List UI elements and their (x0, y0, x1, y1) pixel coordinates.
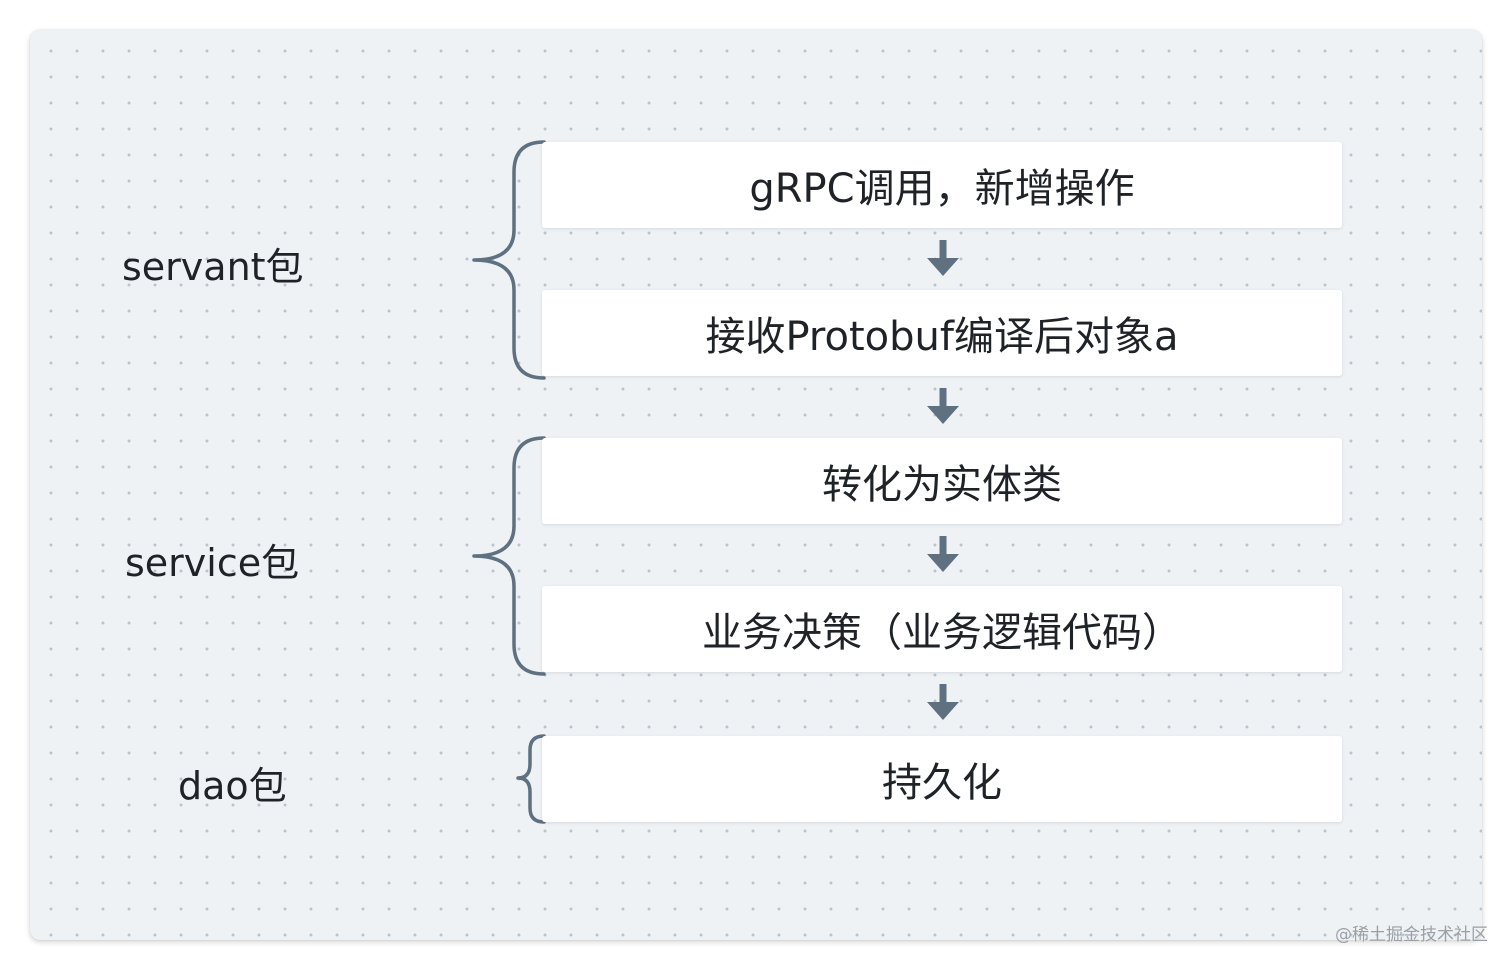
watermark: @稀土掘金技术社区 (1335, 925, 1488, 945)
arrow-4 (927, 684, 959, 720)
step-convert-entity: 转化为实体类 (542, 438, 1342, 524)
step-receive-protobuf: 接收Protobuf编译后对象a (542, 290, 1342, 376)
step-business-logic: 业务决策（业务逻辑代码） (542, 586, 1342, 672)
dao-package-label: dao包 (178, 764, 287, 808)
connectors-layer (472, 140, 959, 824)
servant-brace (472, 140, 546, 380)
servant-package-label: servant包 (122, 245, 304, 289)
arrow-1 (927, 240, 959, 276)
dao-brace (516, 734, 546, 824)
step-persist: 持久化 (542, 736, 1342, 822)
service-package-label: service包 (125, 541, 300, 585)
service-brace (472, 436, 546, 676)
diagram-canvas: servant包 service包 dao包 gRPC调用，新增操作 接收Pro… (30, 30, 1482, 940)
step-grpc-call: gRPC调用，新增操作 (542, 142, 1342, 228)
arrow-2 (927, 388, 959, 424)
arrow-3 (927, 536, 959, 572)
